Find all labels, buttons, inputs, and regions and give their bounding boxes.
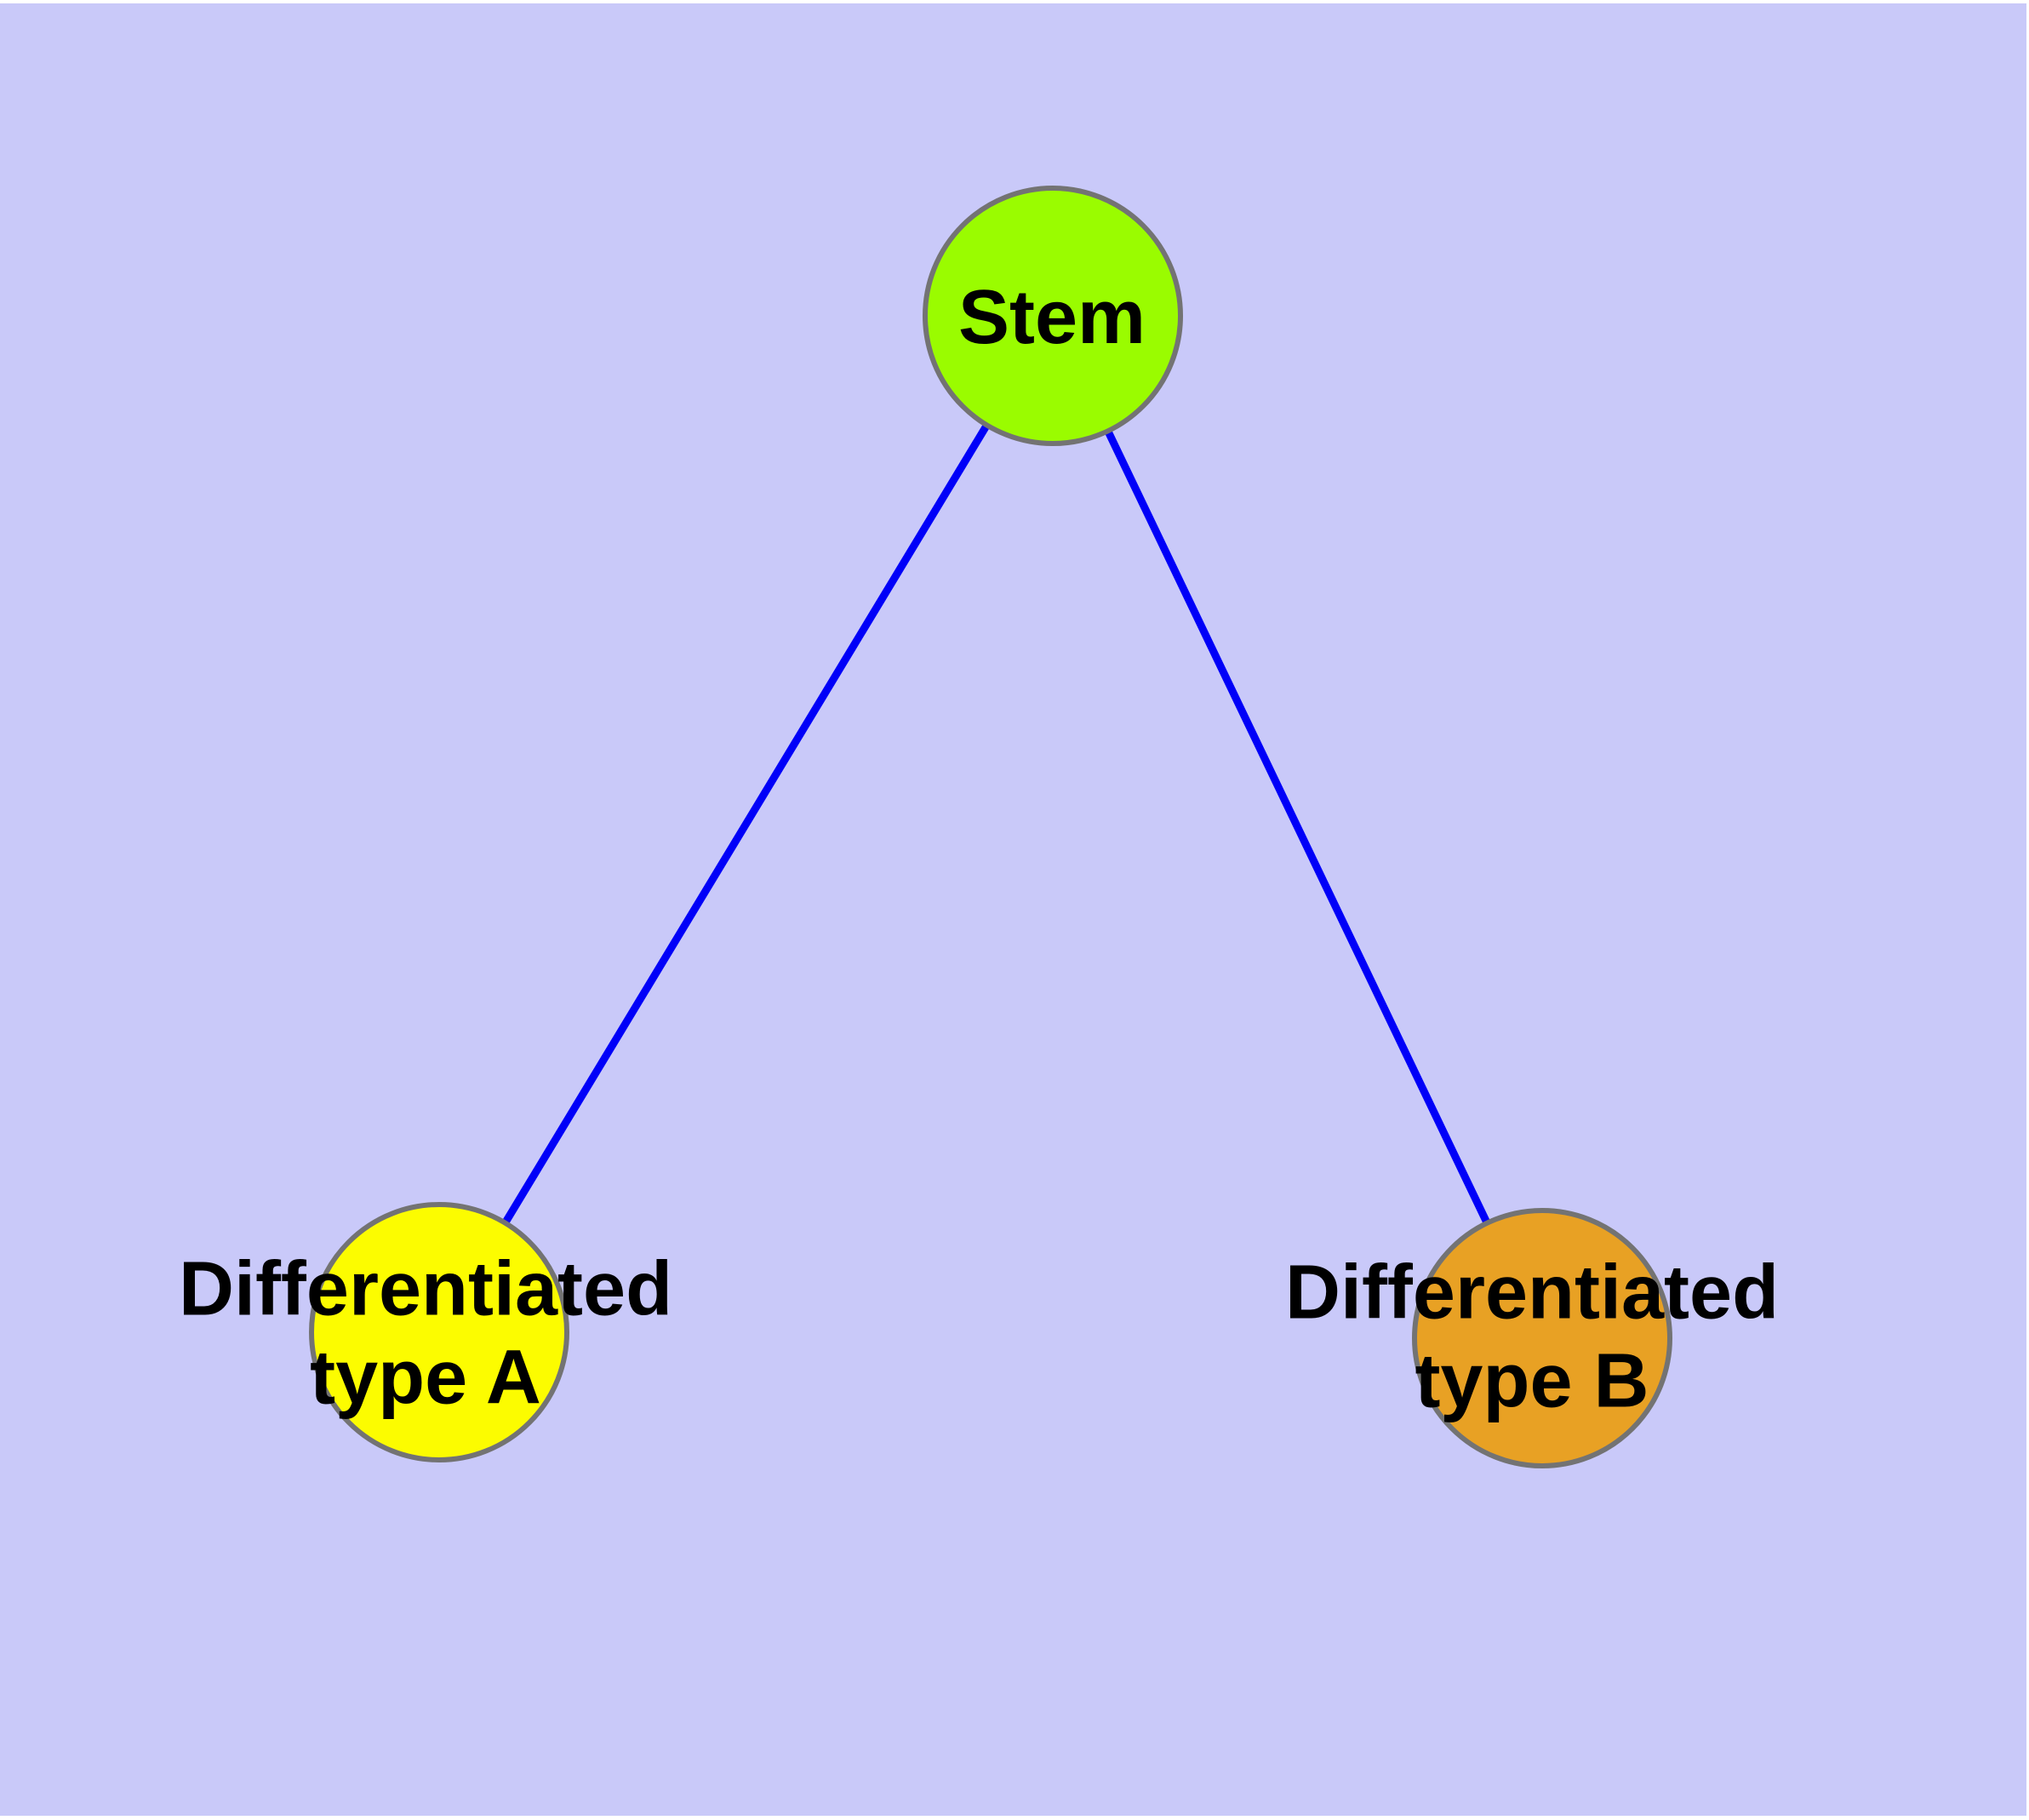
type-a-node-circle (309, 1202, 569, 1462)
type-b-node-circle (1412, 1208, 1672, 1468)
type-a-label-line1: Differentiated (178, 1246, 673, 1332)
edge-stem-to-type-b (1049, 314, 1546, 1340)
type-b-node-label: Differentiated type B (1285, 1249, 1779, 1427)
edge-stem-to-type-a (436, 313, 1056, 1335)
type-b-label-line1: Differentiated (1284, 1250, 1780, 1336)
stem-node-circle (923, 186, 1183, 446)
type-a-node-label: Differentiated type A (179, 1245, 672, 1423)
type-a-label-line2: type A (310, 1336, 541, 1421)
type-b-label-line2: type B (1415, 1339, 1649, 1424)
stem-node-label: Stem (957, 274, 1146, 360)
